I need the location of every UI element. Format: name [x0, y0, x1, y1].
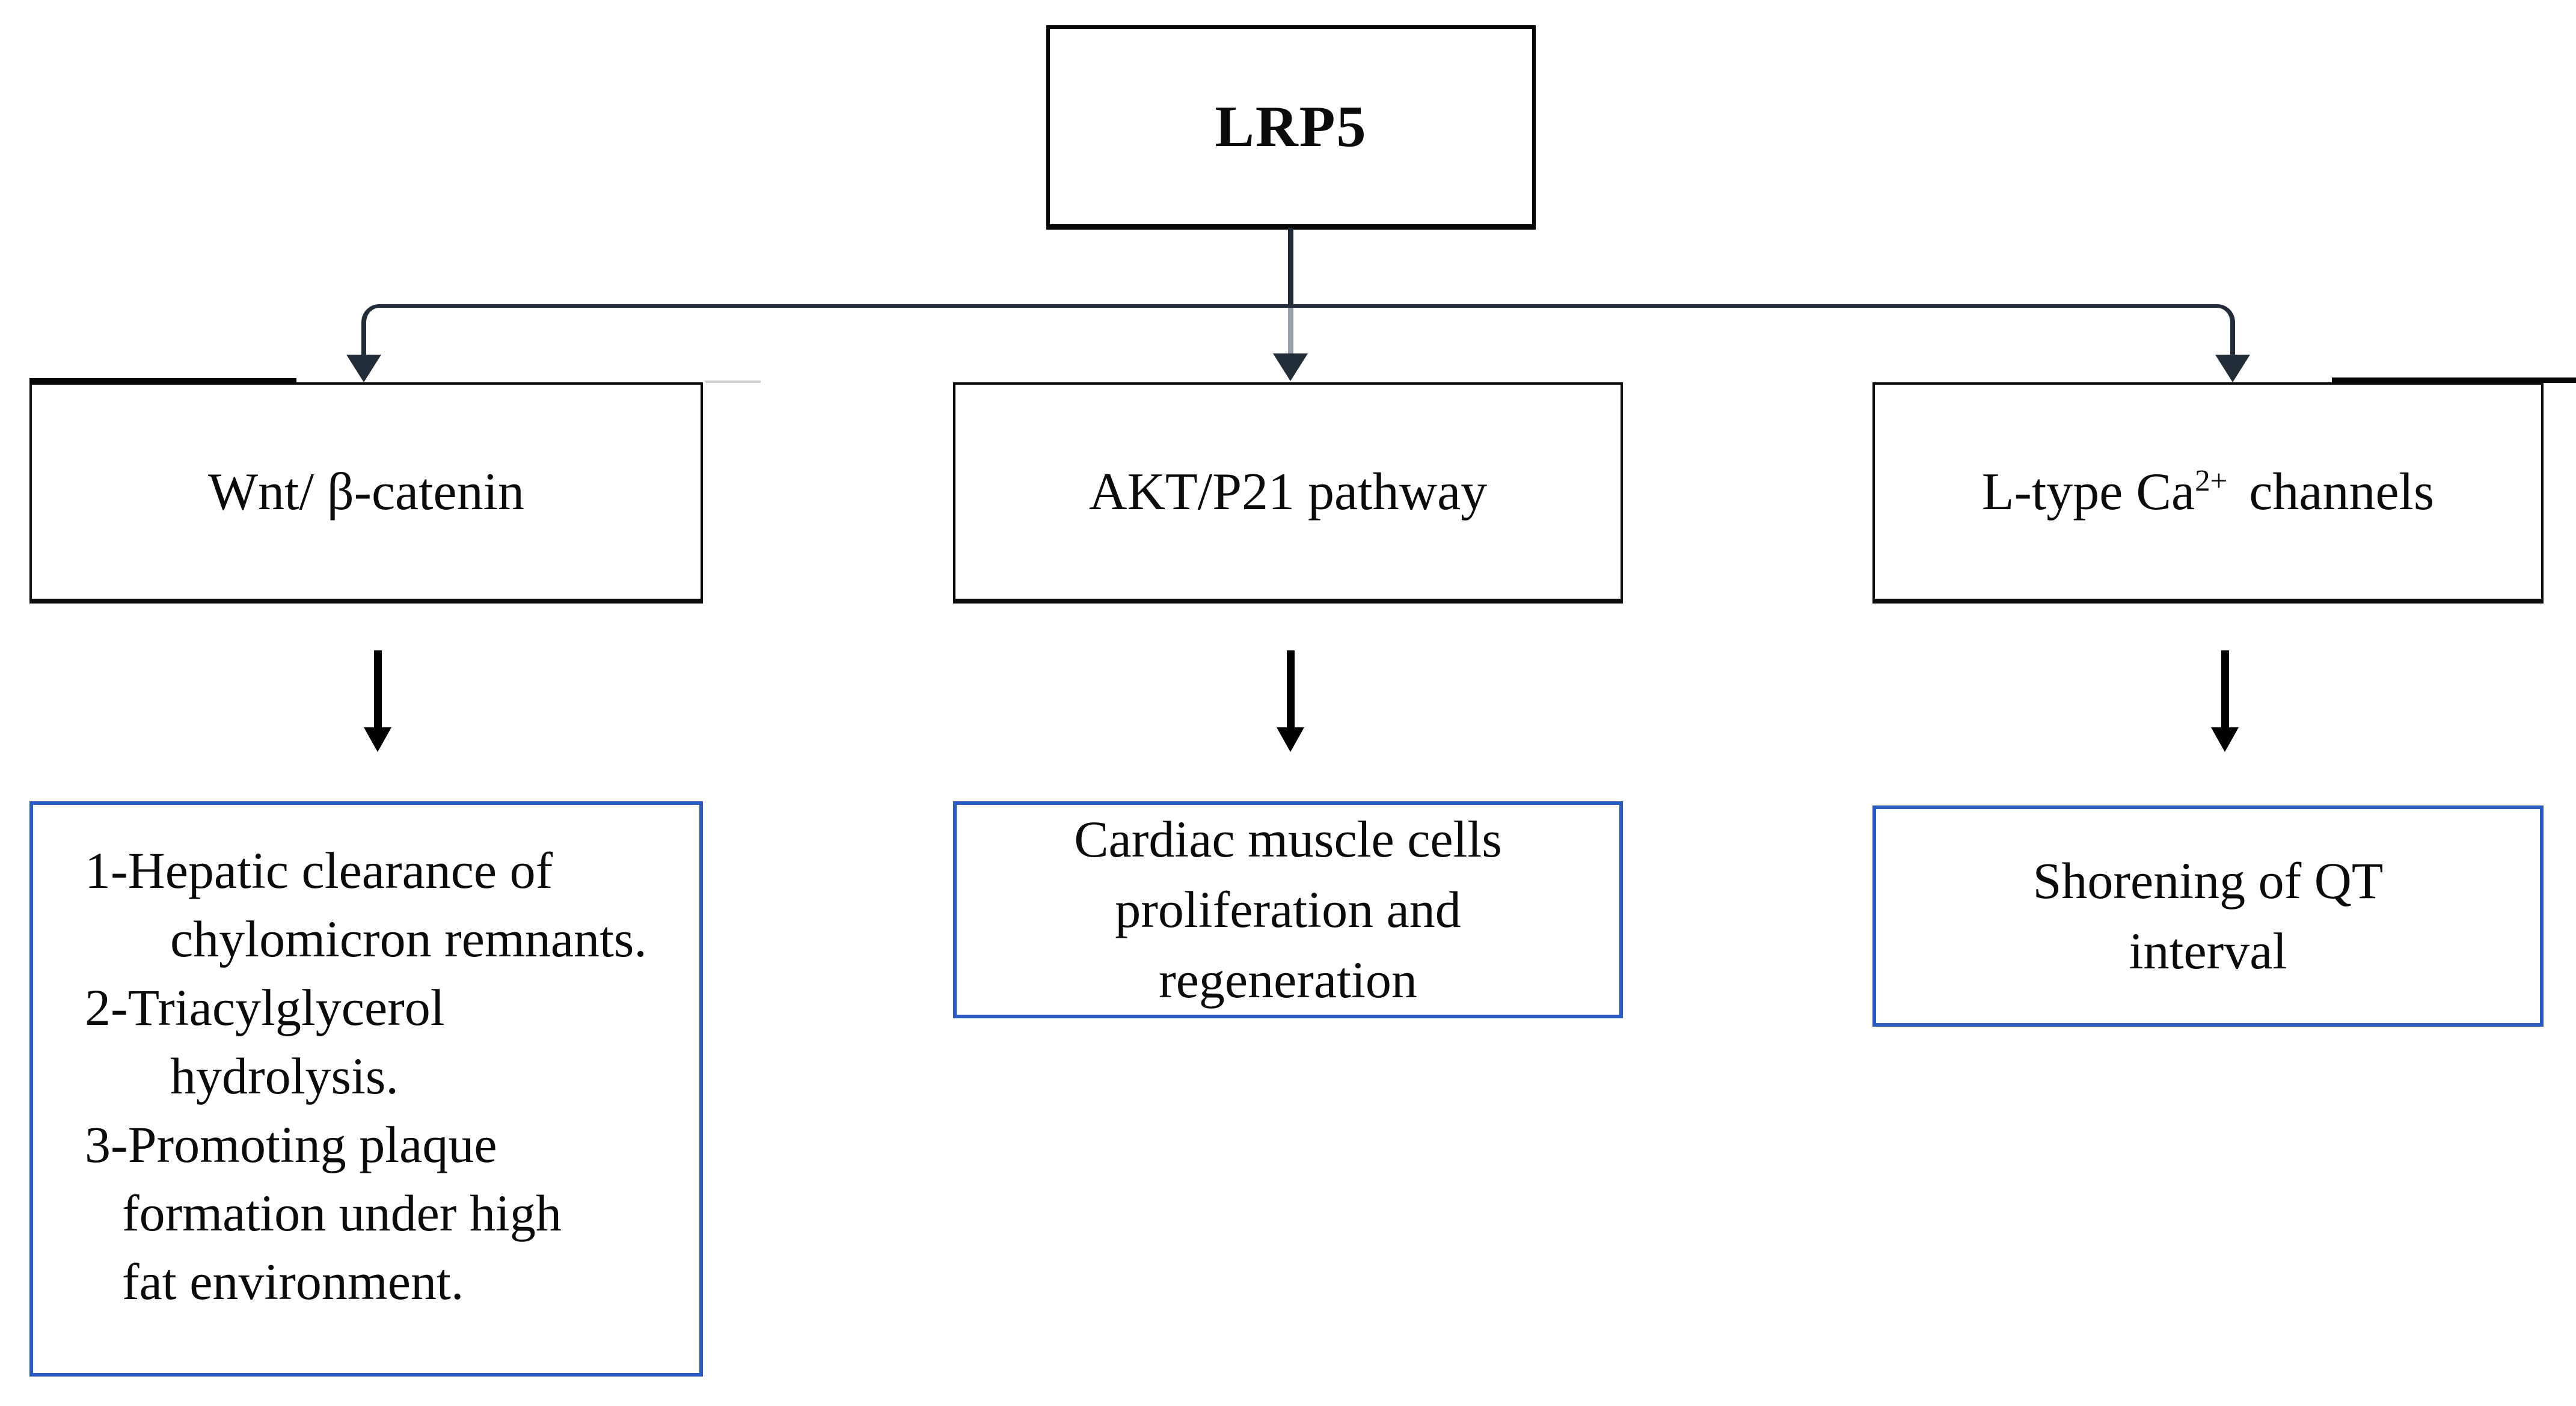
list-item-line: formation under high [122, 1184, 562, 1242]
node-ca-label: L-type Ca2+ channels [1982, 462, 2435, 522]
node-l-type-ca-channels: L-type Ca2+ channels [1872, 382, 2544, 604]
arrow-shaft-right [2221, 650, 2229, 729]
connector-branch-bracket [361, 304, 2235, 335]
wnt-box-top-thick-stroke [29, 378, 296, 384]
list-item-line: 1-Hepatic clearance of [85, 842, 553, 899]
outcome-cardiac-line: regeneration [1159, 951, 1417, 1009]
node-lrp5-label: LRP5 [1215, 94, 1367, 159]
list-item-line: 3-Promoting plaque [85, 1116, 497, 1173]
connector-right-drop-line [2230, 332, 2235, 357]
outcome-cardiac-line: proliferation and [1115, 881, 1461, 938]
wnt-box-top-faint-extension [705, 381, 761, 383]
node-akt-p21-pathway: AKT/P21 pathway [953, 382, 1623, 604]
outcome-cardiac-proliferation: Cardiac muscle cells proliferation and r… [953, 801, 1623, 1018]
connector-center-drop-line [1288, 308, 1293, 356]
node-lrp5: LRP5 [1046, 25, 1536, 230]
arrow-down-center-icon [1273, 353, 1308, 381]
outcome-qt-line: interval [2129, 922, 2287, 980]
outcome-wnt-effects-list: 1-Hepatic clearance of chylomicron remna… [33, 805, 699, 1373]
arrow-down-right-outcome-icon [2211, 727, 2239, 752]
arrow-down-center-outcome-icon [1277, 727, 1304, 752]
list-item-line: chylomicron remnants. [170, 910, 647, 968]
node-ca-label-post: channels [2249, 462, 2435, 521]
outcome-qt-line: Shorening of QT [2032, 852, 2384, 909]
arrow-down-left-outcome-icon [364, 727, 391, 752]
outcome-wnt-effects: 1-Hepatic clearance of chylomicron remna… [29, 801, 703, 1377]
node-akt-label: AKT/P21 pathway [1088, 462, 1488, 521]
node-wnt-b-catenin: Wnt/ β-catenin [29, 382, 703, 604]
ca-box-top-thick-stroke [2332, 377, 2576, 383]
outcome-qt-shortening: Shorening of QT interval [1872, 805, 2544, 1027]
connector-trunk-line [1288, 228, 1293, 308]
arrow-shaft-center [1287, 650, 1295, 729]
node-wnt-label: Wnt/ β-catenin [207, 462, 525, 521]
list-item-line: fat environment. [122, 1253, 464, 1310]
outcome-cardiac-line: Cardiac muscle cells [1074, 810, 1502, 868]
list-item-line: hydrolysis. [170, 1047, 399, 1105]
node-ca-label-pre: L-type Ca [1981, 462, 2195, 521]
node-ca-label-superscript: 2+ [2195, 464, 2228, 498]
list-item-line: 2-Triacylglycerol [85, 979, 445, 1036]
arrow-down-right-icon [2215, 355, 2250, 382]
arrow-shaft-left [374, 650, 382, 729]
arrow-down-left-icon [346, 355, 381, 382]
connector-left-drop-line [361, 332, 366, 357]
